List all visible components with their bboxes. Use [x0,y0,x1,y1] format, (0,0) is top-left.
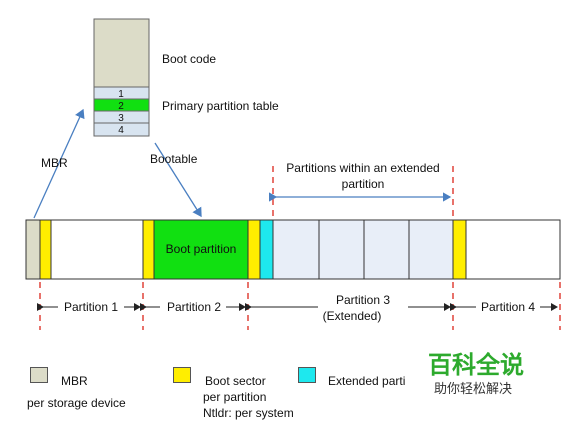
extended-header-line1: Partitions within an extended [286,161,439,175]
legend-mbr-subtitle: per storage device [27,396,126,410]
legend-extended-title: Extended parti [328,374,406,388]
table-row-4 [93,122,150,137]
bootable-arrow-label: Bootable [150,152,198,166]
legend-boot-sector-swatch [173,367,191,383]
extended-header-line2: partition [342,177,385,191]
logical-partition-3 [363,219,410,280]
boot-sector-p1 [39,219,52,280]
legend-boot-sector-line1: Boot sector [205,374,266,388]
logical-partition-2 [318,219,365,280]
boot-code-block [93,18,150,88]
logical-partition-4 [408,219,454,280]
table-row-3-label: 3 [118,113,124,124]
boot-partition-label: Boot partition [166,242,237,256]
partition-2-label: Partition 2 [167,300,221,314]
boot-code-label: Boot code [162,52,216,66]
mbr-arrow-label: MBR [41,156,68,170]
disk-mbr-block [25,219,41,280]
boot-partition-block [153,219,249,280]
boot-sector-p2 [142,219,155,280]
table-row-1-label: 1 [118,89,124,100]
legend-mbr-swatch [30,367,48,383]
boot-sector-p3 [247,219,261,280]
partition-4-label: Partition 4 [481,300,535,314]
watermark-title: 百科全说 [428,351,524,379]
table-row-4-label: 4 [118,125,124,136]
table-row-2-label: 2 [118,101,124,112]
partition-3-label: Partition 3 [336,293,390,307]
watermark-subtitle: 助你轻松解决 [434,382,513,397]
legend-boot-sector-line2: per partition [203,390,267,404]
mbr-arrow [33,108,85,219]
partition-1-label: Partition 1 [64,300,118,314]
logical-partition-1 [272,219,320,280]
legend-mbr-title: MBR [61,374,88,388]
partition-3-sublabel: (Extended) [323,309,382,323]
partition-table-label: Primary partition table [162,99,279,113]
boot-sector-p4 [452,219,467,280]
legend-boot-sector-line3: Ntldr: per system [203,406,294,420]
extended-marker [259,219,274,280]
legend-extended-swatch [298,367,316,383]
bootable-arrow [154,142,202,218]
